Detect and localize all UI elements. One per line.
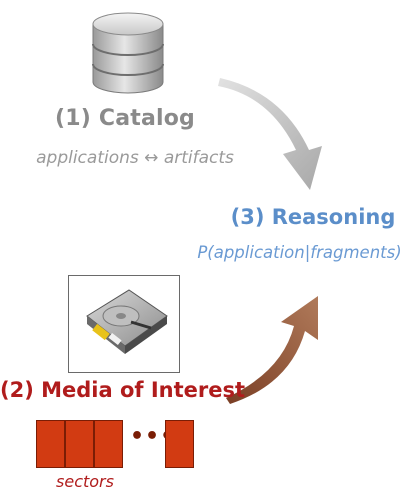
database-icon xyxy=(92,12,164,94)
sector-block xyxy=(65,420,94,468)
hard-drive-image-frame xyxy=(68,275,180,373)
catalog-subtitle: applications ↔ artifacts xyxy=(0,148,270,168)
catalog-subtitle-right: artifacts xyxy=(163,148,234,168)
reasoning-formula: P(application|fragments) xyxy=(197,243,402,262)
sector-block xyxy=(36,420,65,468)
catalog-subtitle-left: applications xyxy=(36,148,139,168)
sectors-label: sectors xyxy=(56,472,114,491)
media-to-reasoning-arrow xyxy=(226,296,318,404)
sector-block xyxy=(94,420,123,468)
sector-block xyxy=(165,420,194,468)
catalog-to-reasoning-arrow xyxy=(218,78,322,190)
bidirectional-arrow-icon: ↔ xyxy=(144,148,159,168)
catalog-title: (1) Catalog xyxy=(54,106,196,131)
hard-drive-icon xyxy=(86,289,168,354)
media-title: (2) Media of Interest xyxy=(0,378,246,402)
reasoning-title: (3) Reasoning xyxy=(230,205,396,229)
